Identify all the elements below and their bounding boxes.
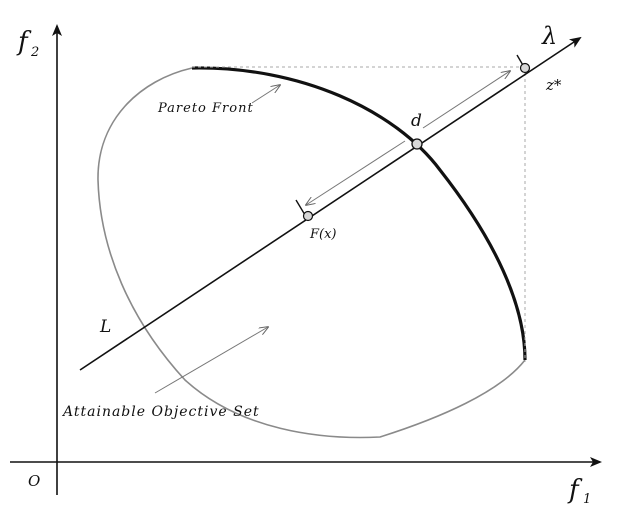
attainable-pointer-arrow — [154, 327, 268, 394]
direction-arrow-lower — [306, 140, 406, 205]
lambda-label: λ — [541, 22, 557, 50]
origin-label: O — [28, 472, 40, 490]
line-l — [79, 36, 582, 371]
fx-tick — [295, 199, 306, 216]
attainable-set-boundary — [97, 67, 526, 439]
point-d — [411, 138, 423, 150]
pareto-front-label: Pareto Front — [157, 101, 254, 116]
d-label: d — [411, 111, 422, 131]
pareto-pointer-arrow — [251, 85, 280, 104]
x-axis-label: f — [567, 475, 583, 505]
point-fx — [302, 210, 314, 222]
point-z-star — [519, 62, 531, 74]
direction-arrow-upper — [422, 71, 510, 129]
z-star-label: z* — [545, 76, 562, 94]
x-axis-subscript: 1 — [583, 492, 591, 507]
line-l-label: L — [99, 317, 111, 337]
attainable-set-label: Attainable Objective Set — [61, 404, 260, 420]
y-axis-label: f — [16, 27, 32, 57]
y-axis-subscript: 2 — [30, 45, 39, 60]
fx-label: F(x) — [309, 227, 337, 242]
pareto-front-curve — [191, 66, 527, 361]
